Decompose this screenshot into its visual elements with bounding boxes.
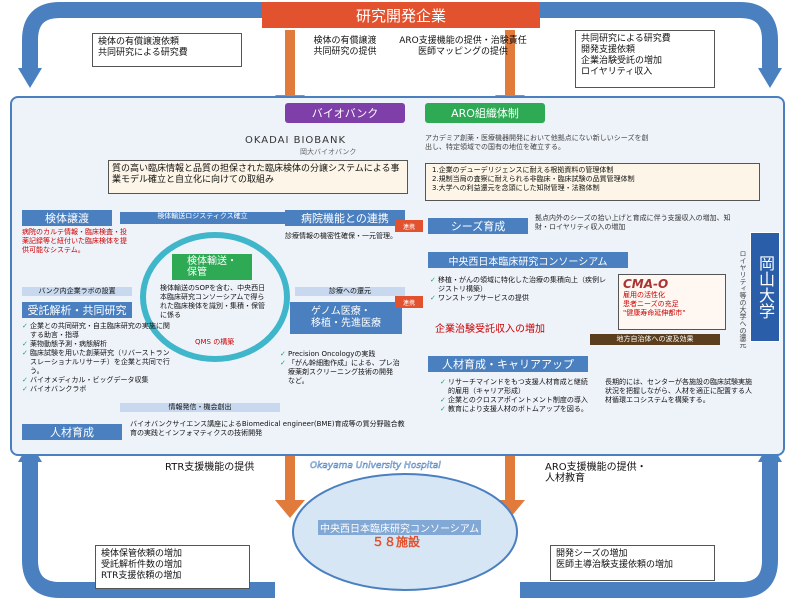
career-right: 長期的には、センターが各施設の臨床試験実施状況を把握しながら、人材を適正に配置す… — [605, 378, 752, 404]
corner-top-right: 共同研究による研究費 開発支援依頼 企業治験受託の増加 ロイヤリティ収入 — [575, 30, 715, 88]
hr-text: バイオバンクサイエンス講座によるBiomedical engineer(BME)… — [130, 420, 405, 437]
genome-title: ゲノム医療・ 移植・先進医療 — [290, 302, 402, 334]
aro-points: 1.企業のデューデリジェンスに耐える根拠資料の管理体制 2.規制当局の査察に耐え… — [425, 163, 760, 201]
return-bar: 診療への還元 — [295, 287, 405, 296]
career-item: 教育により支援人材のボトムアップを図る。 — [440, 405, 590, 414]
consortium-item: ワンストップサービスの提供 — [430, 294, 610, 303]
hospital-title: 病院機能との連携 — [285, 210, 405, 226]
career-list: リサーチマインドをもつ支援人材育成と継続的雇用（キャリア形成） 企業とのクロスア… — [440, 378, 590, 414]
genome-item: 「がん幹細胞作成」による、プレ治療薬剤スクリーニング技術の開発 など。 — [280, 359, 405, 386]
cmao-box: CMA-O 雇用の活性化 患者ニーズの充足 "健康寿命延伸都市" — [618, 274, 726, 330]
mid-left-text: RTR支援機能の提供 — [165, 462, 255, 473]
bottom-title: 中央西日本臨床研究コンソーシアム — [318, 520, 482, 535]
biobank-logo-sub: 岡大バイオバンク — [300, 148, 357, 156]
circle-title: 検体輸送・ 保管 — [172, 254, 252, 280]
hospital-name: Okayama University Hospital — [310, 461, 441, 472]
genome-list: Precision Oncologyの実践 「がん幹細胞作成」による、プレ治療薬… — [280, 350, 405, 386]
university-side: ロイヤリティ等の大学への還元 — [739, 250, 747, 348]
consortium-item: 移植・がんの領域に特化した治療の集積向上（疾例レジストリ構築） — [430, 276, 610, 294]
analysis-item: バイオメディカル・ビッグデータ収集 — [22, 376, 172, 385]
top-left-arrow-text: 検体の有償譲渡 共同研究の提供 — [313, 36, 377, 57]
corner-bottom-left: 検体保管依頼の増加 受託解析件数の増加 RTR支援依頼の増加 — [95, 545, 250, 589]
cmao-title: CMA-O — [623, 277, 669, 291]
jouto-title: 検体譲渡 — [22, 210, 112, 226]
consortium-title: 中央西日本臨床研究コンソーシアム — [428, 252, 628, 268]
analysis-item: 企業との共同研究・自主臨床研究の実施に関する助言・指導 — [22, 322, 172, 340]
consortium-list: 移植・がんの領域に特化した治療の集積向上（疾例レジストリ構築） ワンストップサー… — [430, 276, 610, 303]
bottom-count: ５８施設 — [372, 535, 421, 549]
jouto-text: 病院のカルテ情報・臨床検査・投薬記録等と紐付いた臨床検体を提供可能なシステム。 — [22, 228, 127, 254]
genome-item: Precision Oncologyの実践 — [280, 350, 405, 359]
aro-point: 1.企業のデューデリジェンスに耐える根拠資料の管理体制 — [432, 166, 614, 174]
seeds-text: 拠点内外のシーズの拾い上げと育成に伴う支援収入の増加、知財・ロイヤリティ収入の増… — [535, 214, 731, 231]
aro-point: 2.規制当局の査察に耐えられる非臨床・臨床試験の品質管理体制 — [432, 175, 635, 183]
biobank-summary: 質の高い臨床情報と品質の担保された臨床検体の分譲システムによる事業モデル確立と自… — [108, 160, 408, 194]
career-item: 企業とのクロスアポイントメント制度の導入 — [440, 396, 590, 405]
company-title: 研究開発企業 — [262, 2, 540, 28]
corner-bottom-right: 開発シーズの増加 医師主導治験支援依頼の増加 — [550, 545, 715, 581]
analysis-title: 受託解析・共同研究 — [22, 302, 132, 318]
info-bar: 情報発信・機会創出 — [120, 403, 280, 412]
biobank-logo: OKADAI BIOBANK — [245, 135, 347, 146]
analysis-list: 企業との共同研究・自主臨床研究の実施に関する助言・指導 薬物動態予測・病態解析 … — [22, 322, 172, 394]
cmao-item: 患者ニーズの充足 — [623, 300, 679, 308]
aro-tab: ARO組織体制 — [425, 103, 545, 123]
biobank-tab: バイオバンク — [285, 103, 405, 123]
mid-right-text: ARO支援機能の提供・ 人材教育 — [545, 462, 647, 484]
cmao-item: "健康寿命延伸都市" — [623, 309, 686, 317]
circle-text: 検体輸送のSOPを含む、中央西日本臨床研究コンソーシアムで得られた臨床検体を識別… — [160, 284, 266, 319]
analysis-item: バイオバンクラボ — [22, 385, 172, 394]
hr-title: 人材育成 — [22, 424, 122, 440]
analysis-item: 臨床試験を用いた創薬研究（リバーストランスレーショナルリサーチ）を企業と共同で行… — [22, 349, 172, 376]
seeds-title: シーズ育成 — [428, 218, 528, 234]
qms-label: QMS の構築 — [195, 338, 235, 346]
cycle-circle — [140, 232, 290, 362]
link-badge-1: 連携 — [395, 220, 423, 232]
cmao-item: 雇用の活性化 — [623, 291, 665, 299]
regional-bar: 地方自治体への波及効果 — [590, 334, 720, 345]
hospital-text: 診療情報の機密性確保・一元管理。 — [285, 232, 397, 240]
link-badge-2: 連携 — [395, 296, 423, 308]
university-name: 岡山大学 — [750, 232, 780, 342]
analysis-item: 薬物動態予測・病態解析 — [22, 340, 172, 349]
career-item: リサーチマインドをもつ支援人材育成と継続的雇用（キャリア形成） — [440, 378, 590, 396]
logistics-bar: 検体輸送ロジスティクス確立 — [120, 212, 285, 224]
lab-bar: バンク内企業ラボの設置 — [22, 287, 132, 296]
increase-text: 企業治験受託収入の増加 — [435, 324, 545, 335]
aro-point: 3.大学への利益還元を念頭にした知財管理・法務体制 — [432, 184, 600, 192]
career-title: 人材育成・キャリアアップ — [428, 356, 588, 372]
top-right-arrow-text: ARO支援機能の提供・治験責任医師マッピングの提供 — [399, 36, 527, 57]
corner-top-left: 検体の有償譲渡依頼 共同研究による研究費 — [92, 33, 242, 67]
aro-intro: アカデミア創薬・医療機器開発において他拠点にない新しいシーズを創出し、特定領域で… — [425, 134, 649, 151]
